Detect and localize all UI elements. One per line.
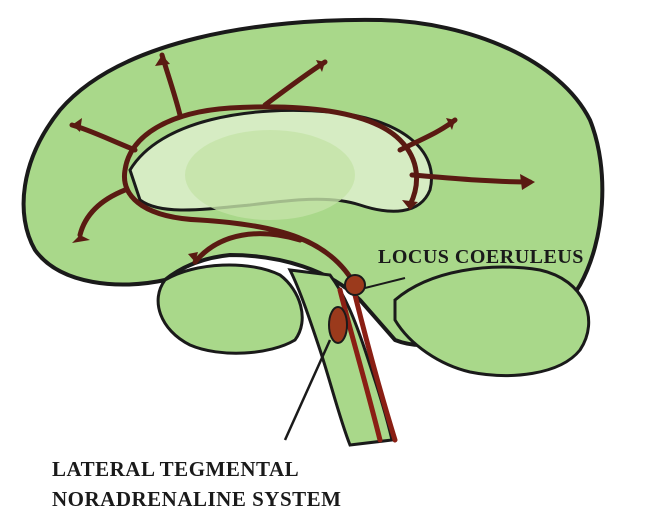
locus-coeruleus-label: LOCUS COERULEUS [378, 246, 584, 269]
lateral-tegmental-nucleus [329, 307, 347, 343]
lateral-tegmental-label-line2: NORADRENALINE SYSTEM [52, 484, 341, 514]
cerebellum [395, 267, 589, 375]
lateral-tegmental-label: LATERAL TEGMENTAL NORADRENALINE SYSTEM [52, 454, 341, 514]
thalamus [185, 130, 355, 220]
lateral-tegmental-pointer [285, 340, 330, 440]
temporal-lobe [158, 265, 302, 353]
lateral-tegmental-label-line1: LATERAL TEGMENTAL [52, 454, 341, 484]
locus-coeruleus-nucleus [345, 275, 365, 295]
